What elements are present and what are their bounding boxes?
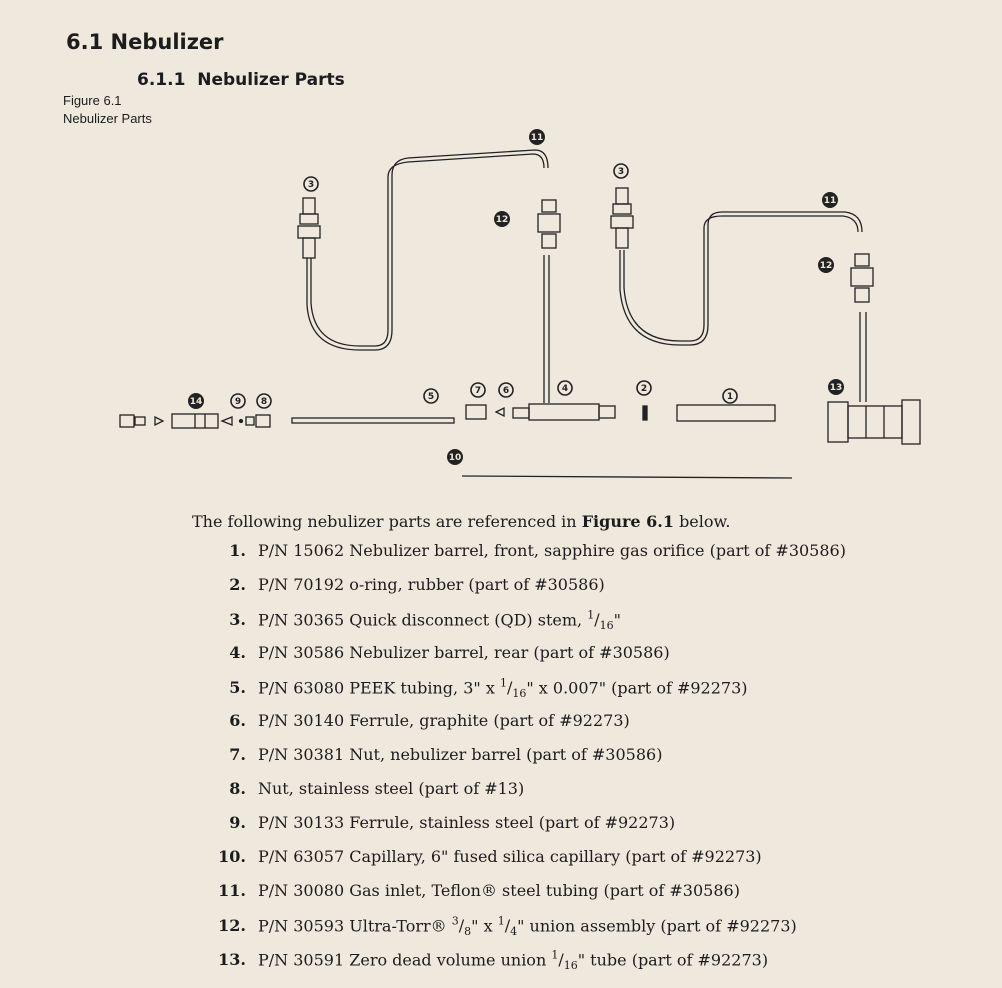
callout-3: 3 [303,176,319,192]
item-text: P/N 30133 Ferrule, stainless steel (part… [258,813,676,832]
callout-6: 6 [498,382,514,398]
parts-list-item: 9. P/N 30133 Ferrule, stainless steel (pa… [198,813,846,847]
item-text: P/N 30080 Gas inlet, Teflon® steel tubin… [258,881,740,900]
item-text: P/N 30591 Zero dead volume union 1/16" t… [258,949,769,973]
callout-14: 14 [188,393,204,409]
fraction: 1/16 [551,949,578,973]
fraction: 1/16 [587,609,614,633]
item-text: P/N 63080 PEEK tubing, 3" x 1/16" x 0.00… [258,677,748,701]
callout-9: 9 [230,393,246,409]
figure-label: Figure 6.1 [63,93,122,108]
svg-text:10: 10 [449,453,462,463]
parts-list-item: 1. P/N 15062 Nebulizer barrel, front, sap… [198,541,846,575]
item-text: P/N 30365 Quick disconnect (QD) stem, 1/… [258,609,621,633]
item-number: 1. [229,541,246,560]
svg-text:12: 12 [820,261,833,271]
nebulizer-parts-diagram: 11 3 12 3 11 12 13 14 9 8 5 7 6 4 2 1 10 [119,129,921,479]
callout-1: 1 [722,388,738,404]
item-number: 12. [218,916,246,936]
item-number: 13. [218,950,246,970]
svg-text:13: 13 [830,383,843,393]
item-text: P/N 15062 Nebulizer barrel, front, sapph… [258,541,846,560]
item-number: 6. [229,711,246,730]
svg-text:11: 11 [531,133,544,143]
svg-text:1: 1 [727,392,733,402]
svg-text:9: 9 [235,397,241,407]
item-text: Nut, stainless steel (part of #13) [258,779,525,798]
svg-text:7: 7 [475,386,481,396]
callout-10: 10 [447,449,463,465]
parts-list-item: 7. P/N 30381 Nut, nebulizer barrel (part … [198,745,846,779]
parts-list-item: 12. P/N 30593 Ultra-Torr® 3/8" x 1/4" uni… [198,915,846,949]
figure-caption: Figure 6.1 Nebulizer Parts [63,92,152,128]
item-text: P/N 30586 Nebulizer barrel, rear (part o… [258,643,670,662]
callout-13: 13 [828,379,844,395]
svg-text:3: 3 [308,180,314,190]
item-number: 10. [218,847,246,866]
parts-list-item: 4. P/N 30586 Nebulizer barrel, rear (part… [198,643,846,677]
item-number: 5. [229,678,246,698]
svg-text:12: 12 [496,215,509,225]
fraction: 1/4 [497,915,518,939]
parts-list-item: 5. P/N 63080 PEEK tubing, 3" x 1/16" x 0.… [198,677,846,711]
parts-list-item: 10. P/N 63057 Capillary, 6" fused silica … [198,847,846,881]
item-text: P/N 30381 Nut, nebulizer barrel (part of… [258,745,663,764]
item-number: 9. [229,813,246,832]
parts-list-item: 8. Nut, stainless steel (part of #13) [198,779,846,813]
svg-text:6: 6 [503,386,509,396]
svg-text:14: 14 [190,397,203,407]
item-number: 2. [229,575,246,594]
callout-7: 7 [470,382,486,398]
figure-reference: Figure 6.1 [581,512,674,531]
callout-12b: 12 [818,257,834,273]
svg-text:3: 3 [618,167,624,177]
item-number: 7. [229,745,246,764]
subsection-heading: 6.1.1 Nebulizer Parts [137,70,345,90]
section-heading: 6.1 Nebulizer [66,30,224,54]
item-number: 8. [229,779,246,798]
figure-title: Nebulizer Parts [63,111,152,126]
item-text: P/N 30593 Ultra-Torr® 3/8" x 1/4" union … [258,915,797,939]
item-text: P/N 70192 o-ring, rubber (part of #30586… [258,575,605,594]
callout-3b: 3 [613,163,629,179]
fraction: 3/8 [451,915,472,939]
callout-5: 5 [423,388,439,404]
parts-list-item: 2. P/N 70192 o-ring, rubber (part of #305… [198,575,846,609]
callout-8: 8 [256,393,272,409]
item-text: P/N 63057 Capillary, 6" fused silica cap… [258,847,762,866]
parts-list-item: 3. P/N 30365 Quick disconnect (QD) stem, … [198,609,846,643]
fraction: 1/16 [499,677,527,701]
parts-list-item: 13. P/N 30591 Zero dead volume union 1/16… [198,949,846,983]
svg-text:11: 11 [824,196,837,206]
svg-text:2: 2 [641,384,647,394]
callout-2: 2 [636,380,652,396]
item-number: 4. [229,643,246,662]
callout-4: 4 [557,380,573,396]
parts-list-item: 6. P/N 30140 Ferrule, graphite (part of #… [198,711,846,745]
intro-paragraph: The following nebulizer parts are refere… [192,512,731,531]
callout-11b: 11 [822,192,838,208]
item-text: P/N 30140 Ferrule, graphite (part of #92… [258,711,630,730]
item-number: 11. [218,881,246,900]
parts-list-item: 11. P/N 30080 Gas inlet, Teflon® steel tu… [198,881,846,915]
item-number: 3. [229,610,246,630]
callout-12: 12 [494,211,510,227]
svg-text:8: 8 [261,397,267,407]
callout-11: 11 [529,129,545,145]
svg-text:4: 4 [562,384,568,394]
parts-list: 1. P/N 15062 Nebulizer barrel, front, sap… [198,541,846,983]
svg-text:5: 5 [428,392,434,402]
